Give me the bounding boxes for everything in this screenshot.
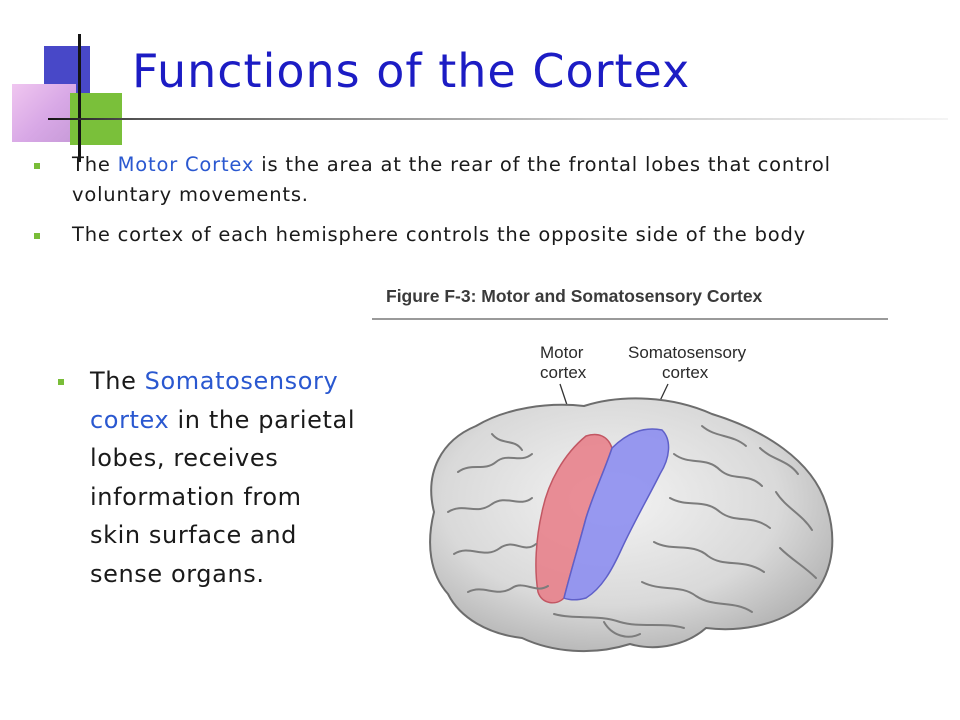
bullet-text: The cortex of each hemisphere controls t… <box>72 223 806 246</box>
somatosensory-term: Somatosensory cortex <box>90 367 339 434</box>
bullet-list: The Motor Cortex is the area at the rear… <box>34 150 854 260</box>
bullet-text-before: The <box>90 367 145 395</box>
brain-figure: Figure F-3: Motor and Somatosensory Cort… <box>372 282 888 670</box>
somatosensory-label-line1: Somatosensory <box>628 343 747 362</box>
motor-cortex-label-line2: cortex <box>540 363 587 382</box>
figure-caption-rule <box>372 318 888 320</box>
bullet-text-after: in the parietal lobes, receives informat… <box>90 405 356 588</box>
figure-caption: Figure F-3: Motor and Somatosensory Cort… <box>386 286 763 306</box>
decor-vertical-line <box>78 34 81 162</box>
bullet-text-after: is the area at the rear of the frontal l… <box>72 153 831 206</box>
somatosensory-label-line2: cortex <box>662 363 709 382</box>
brain-folds <box>447 425 817 638</box>
bullet-item-motor-cortex: The Motor Cortex is the area at the rear… <box>34 150 854 210</box>
bullet-item-somatosensory: The Somatosensory cortex in the parietal… <box>58 362 358 593</box>
slide-title: Functions of the Cortex <box>132 44 691 98</box>
bullet-text-before: The <box>72 153 118 176</box>
bullet-square-icon <box>34 163 40 169</box>
side-bullet-list: The Somatosensory cortex in the parietal… <box>58 362 358 593</box>
bullet-square-icon <box>58 379 64 385</box>
title-underline <box>48 118 948 120</box>
bullet-square-icon <box>34 233 40 239</box>
motor-cortex-label-line1: Motor <box>540 343 584 362</box>
brain-illustration: Motor cortex Somatosensory cortex <box>429 343 834 653</box>
decor-square-pink <box>12 84 76 142</box>
motor-cortex-term: Motor Cortex <box>117 153 255 176</box>
somatosensory-cortex-region <box>563 428 670 601</box>
bullet-item-opposite-side: The cortex of each hemisphere controls t… <box>34 220 854 250</box>
